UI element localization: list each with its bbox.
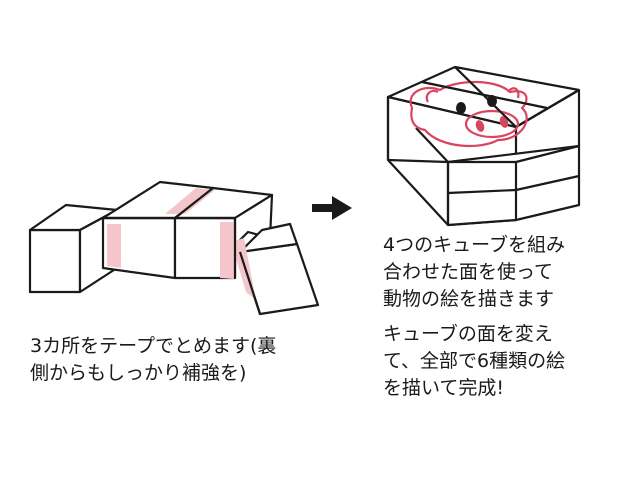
caption-line: 合わせた面を使って	[383, 261, 554, 283]
caption-line: を描いて完成!	[383, 377, 505, 399]
tape-3	[220, 222, 234, 279]
assembled-instruction-caption: 4つのキューブを組み 合わせた面を使って 動物の絵を描きます	[383, 232, 565, 313]
pig-face-icon	[409, 81, 528, 148]
taped-cube-strip	[28, 180, 320, 316]
tape-instruction-caption: 3カ所をテープでとめます(裏 側からもしっかり補強を)	[30, 333, 276, 387]
pig-nostrils	[475, 116, 509, 132]
caption-line: 4つのキューブを組み	[383, 234, 565, 256]
caption-line: 側からもしっかり補強を)	[30, 362, 247, 384]
arrow-right-icon	[312, 196, 352, 220]
pig-seams	[421, 66, 548, 128]
caption-line: て、全部で6種類の絵	[383, 350, 566, 372]
caption-line: 動物の絵を描きます	[383, 288, 555, 310]
caption-line: キューブの面を変え	[383, 323, 553, 345]
tape-overlay-edges	[103, 187, 262, 315]
cube-4	[238, 222, 320, 316]
tape-1	[107, 224, 121, 268]
caption-line: 3カ所をテープでとめます(裏	[30, 335, 277, 357]
rotate-instruction-caption: キューブの面を変え て、全部で6種類の絵 を描いて完成!	[383, 321, 565, 402]
tape-2	[165, 188, 215, 214]
